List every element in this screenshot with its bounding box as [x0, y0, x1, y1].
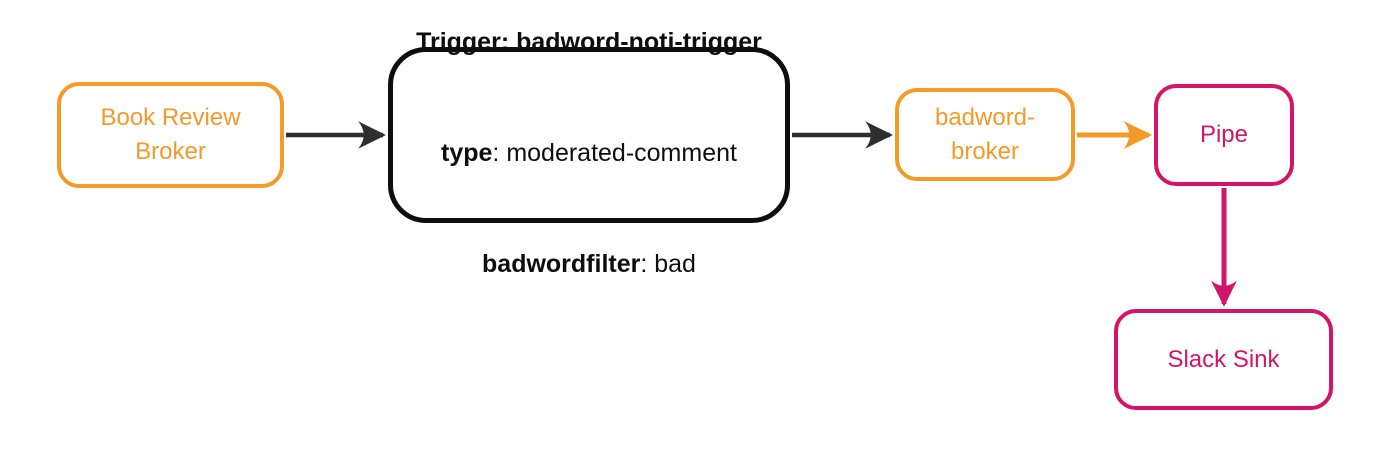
- trigger-line-filter: badwordfilter: bad: [416, 209, 762, 283]
- node-slack-sink: Slack Sink: [1114, 309, 1333, 410]
- node-slack-sink-label: Slack Sink: [1167, 345, 1280, 373]
- trigger-line-type: type: moderated-comment: [416, 98, 762, 172]
- node-trigger: Trigger: badword-noti-trigger type: mode…: [388, 28, 790, 278]
- trigger-filter-key: badwordfilter: [482, 250, 641, 278]
- trigger-type-key: type: [441, 139, 493, 167]
- node-badword-broker-label: badword- broker: [934, 103, 1036, 165]
- node-badword-broker: badword- broker: [895, 88, 1075, 181]
- node-book-review-broker-label: Book Review Broker: [100, 104, 241, 165]
- node-book-review-broker: Book Review Broker: [57, 82, 284, 188]
- node-pipe-label: Pipe: [1199, 121, 1249, 148]
- node-trigger-label: Trigger: badword-noti-trigger type: mode…: [416, 0, 762, 320]
- trigger-filter-value: : bad: [640, 250, 696, 278]
- trigger-line-name: Trigger: badword-noti-trigger: [416, 0, 762, 61]
- node-pipe: Pipe: [1154, 84, 1294, 186]
- trigger-type-value: : moderated-comment: [492, 139, 737, 167]
- trigger-name-text: Trigger: badword-noti-trigger: [416, 28, 762, 56]
